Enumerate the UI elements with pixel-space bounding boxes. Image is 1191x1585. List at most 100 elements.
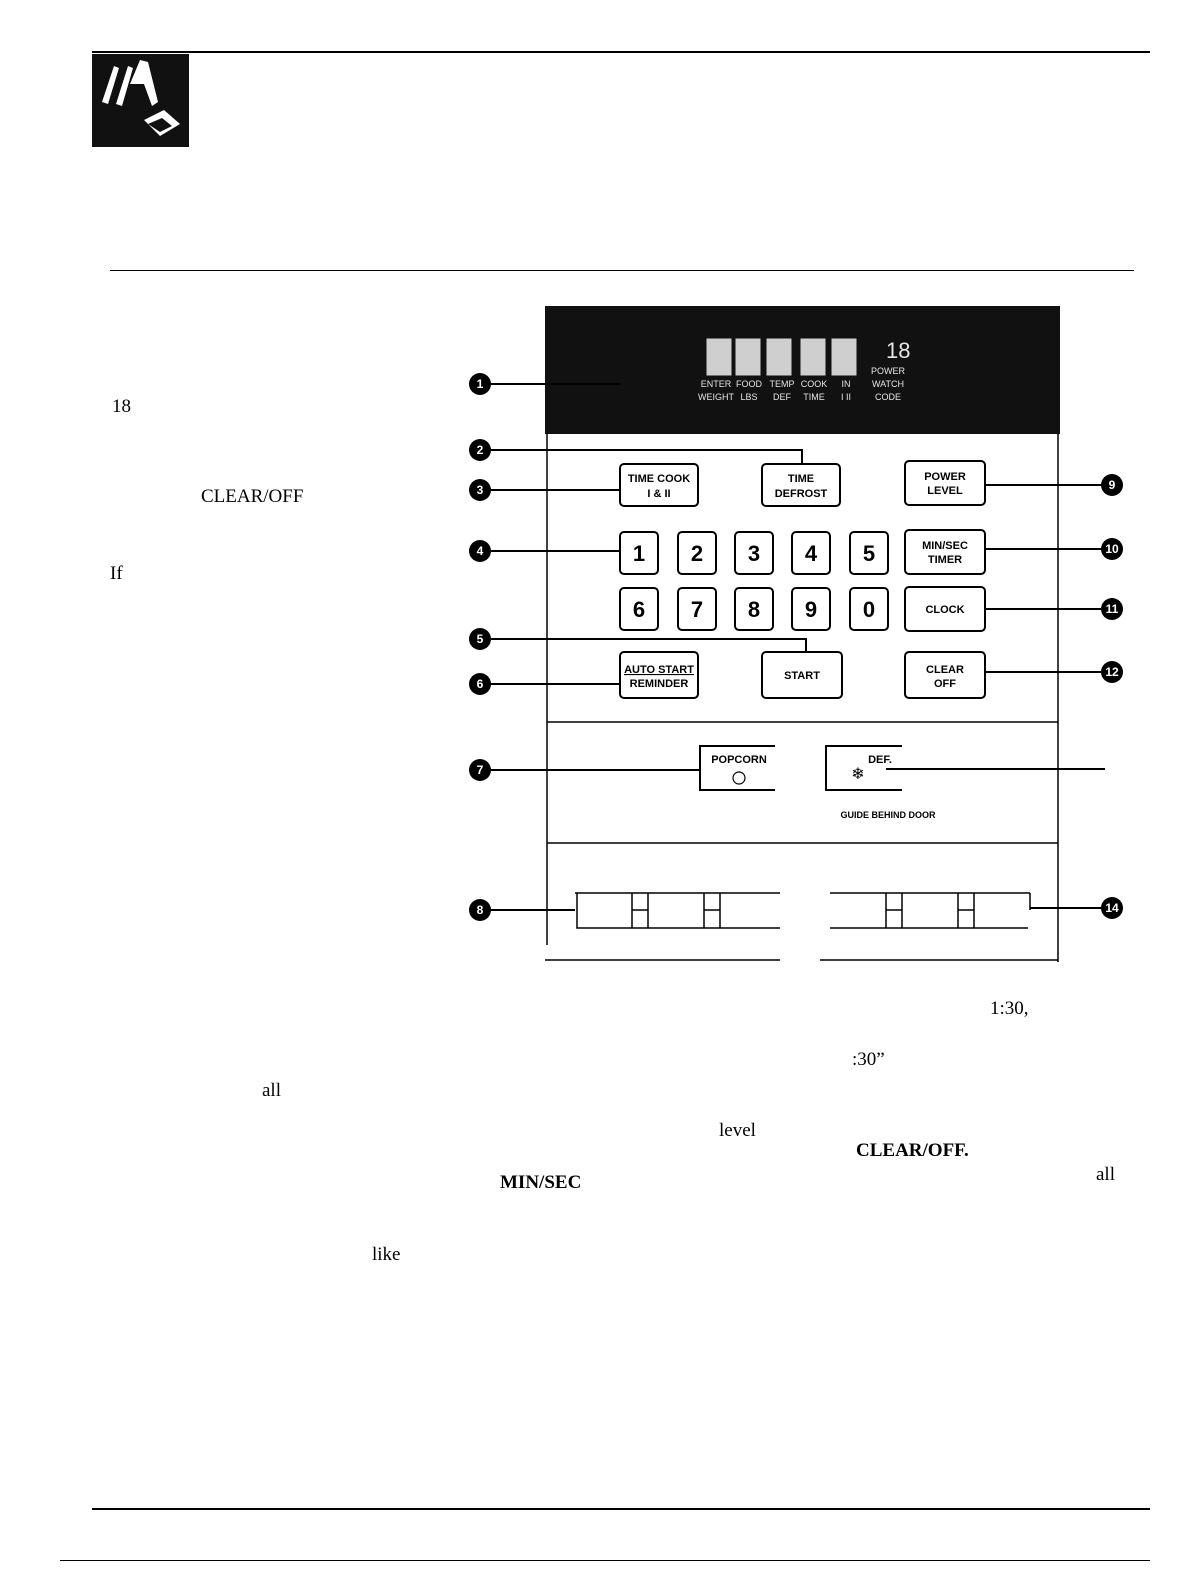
power-level-label-2: LEVEL bbox=[927, 485, 963, 497]
number-key-5-label: 5 bbox=[863, 541, 875, 566]
min-sec-label-2: TIMER bbox=[928, 554, 962, 566]
number-key-8[interactable]: 8 bbox=[734, 587, 774, 631]
clock-button[interactable]: CLOCK bbox=[904, 586, 986, 632]
number-key-0[interactable]: 0 bbox=[849, 587, 889, 631]
svg-text:8: 8 bbox=[477, 903, 484, 917]
time-cook-label-2: I & II bbox=[647, 488, 670, 500]
display-label-i-ii: I II bbox=[841, 392, 851, 402]
callout-9: 9 bbox=[1101, 474, 1123, 496]
callout-10: 10 bbox=[1101, 538, 1123, 560]
number-key-7-label: 7 bbox=[691, 597, 703, 622]
text-fragment-level: level bbox=[719, 1120, 756, 1141]
control-panel-diagram: 18 POWER ENTER FOOD TEMP COOK IN WATCH W… bbox=[469, 306, 1123, 962]
number-key-1[interactable]: 1 bbox=[619, 531, 659, 575]
top-rule bbox=[92, 51, 1150, 53]
number-key-3[interactable]: 3 bbox=[734, 531, 774, 575]
time-defrost-label-1: TIME bbox=[788, 473, 814, 485]
number-key-4-label: 4 bbox=[805, 541, 818, 566]
callout-14: 14 bbox=[1101, 897, 1123, 919]
callout-7: 7 bbox=[469, 759, 491, 781]
popcorn-icon bbox=[732, 771, 746, 785]
text-fragment-like: like bbox=[372, 1244, 401, 1265]
display-digits bbox=[706, 338, 857, 376]
clear-off-label-2: OFF bbox=[934, 678, 956, 690]
number-key-2-label: 2 bbox=[691, 541, 703, 566]
callout-8: 8 bbox=[469, 899, 491, 921]
svg-text:9: 9 bbox=[1109, 478, 1116, 492]
min-sec-timer-button[interactable]: MIN/SEC TIMER bbox=[904, 529, 986, 575]
svg-text:1: 1 bbox=[477, 377, 484, 391]
time-defrost-button[interactable]: TIME DEFROST bbox=[761, 463, 841, 507]
callout-12: 12 bbox=[1101, 661, 1123, 683]
start-button[interactable]: START bbox=[761, 651, 843, 699]
header-rule bbox=[110, 270, 1134, 271]
power-level-button[interactable]: POWER LEVEL bbox=[904, 460, 986, 506]
callout-3: 3 bbox=[469, 479, 491, 501]
svg-text:3: 3 bbox=[477, 483, 484, 497]
guide-behind-door-text: GUIDE BEHIND DOOR bbox=[840, 810, 936, 820]
text-fragment-all: all bbox=[262, 1080, 281, 1101]
footer-rule-thin bbox=[60, 1560, 1150, 1561]
display-label-time: TIME bbox=[803, 392, 825, 402]
text-fragment-1-30: 1:30, bbox=[990, 998, 1029, 1019]
def-label: DEF. bbox=[868, 754, 892, 766]
text-fragment-clear-off-bold: CLEAR/OFF. bbox=[856, 1140, 969, 1161]
display-label-def: DEF bbox=[773, 392, 792, 402]
number-key-1-label: 1 bbox=[633, 541, 645, 566]
display-label-lbs: LBS bbox=[740, 392, 757, 402]
svg-text:14: 14 bbox=[1105, 901, 1119, 915]
auto-start-reminder-button[interactable]: AUTO START REMINDER bbox=[619, 651, 699, 699]
bottom-right-pads bbox=[830, 892, 1031, 929]
start-label: START bbox=[784, 670, 820, 682]
popcorn-label: POPCORN bbox=[711, 754, 767, 766]
svg-text:7: 7 bbox=[477, 763, 484, 777]
display-power-number: 18 bbox=[886, 338, 910, 363]
display-label-watch: WATCH bbox=[872, 379, 904, 389]
callout-1: 1 bbox=[469, 373, 491, 395]
clear-off-label-1: CLEAR bbox=[926, 664, 964, 676]
number-key-5[interactable]: 5 bbox=[849, 531, 889, 575]
callout-11: 11 bbox=[1101, 598, 1123, 620]
number-key-6[interactable]: 6 bbox=[619, 587, 659, 631]
auto-defrost-button[interactable]: DEF. ❄ bbox=[825, 745, 902, 791]
text-fragment-18: 18 bbox=[112, 396, 131, 417]
power-level-label-1: POWER bbox=[924, 471, 966, 483]
text-fragment-min-sec: MIN/SEC bbox=[500, 1172, 582, 1193]
auto-start-label-2: REMINDER bbox=[630, 678, 689, 690]
svg-text:5: 5 bbox=[477, 632, 484, 646]
popcorn-button[interactable]: POPCORN bbox=[699, 745, 775, 791]
callout-5: 5 bbox=[469, 628, 491, 650]
bottom-left-pads bbox=[575, 892, 780, 929]
text-fragment-30: :30” bbox=[852, 1049, 885, 1070]
number-key-9-label: 9 bbox=[805, 597, 817, 622]
footer-rule bbox=[92, 1508, 1150, 1510]
callout-2: 2 bbox=[469, 439, 491, 461]
auto-start-label-1: AUTO START bbox=[624, 664, 694, 676]
svg-text:10: 10 bbox=[1105, 542, 1119, 556]
display-label-food: FOOD bbox=[736, 379, 762, 389]
number-key-4[interactable]: 4 bbox=[791, 531, 831, 575]
display-label-weight: WEIGHT bbox=[698, 392, 734, 402]
number-key-2[interactable]: 2 bbox=[677, 531, 717, 575]
time-cook-label-1: TIME COOK bbox=[628, 473, 690, 485]
number-key-3-label: 3 bbox=[748, 541, 760, 566]
hand-pressing-button-icon bbox=[92, 54, 189, 147]
text-fragment-all-right: all bbox=[1096, 1164, 1115, 1185]
time-defrost-label-2: DEFROST bbox=[775, 488, 828, 500]
text-fragment-clear-off: CLEAR/OFF bbox=[201, 486, 304, 507]
svg-text:12: 12 bbox=[1105, 665, 1119, 679]
number-key-7[interactable]: 7 bbox=[677, 587, 717, 631]
display-label-in: IN bbox=[842, 379, 851, 389]
clear-off-button[interactable]: CLEAR OFF bbox=[904, 651, 986, 699]
text-fragment-if: If bbox=[110, 563, 123, 584]
number-key-8-label: 8 bbox=[748, 597, 760, 622]
number-key-0-label: 0 bbox=[863, 597, 875, 622]
clock-label: CLOCK bbox=[925, 604, 964, 616]
min-sec-label-1: MIN/SEC bbox=[922, 540, 968, 552]
svg-text:4: 4 bbox=[477, 544, 484, 558]
number-key-9[interactable]: 9 bbox=[791, 587, 831, 631]
callout-6: 6 bbox=[469, 673, 491, 695]
display-label-cook: COOK bbox=[801, 379, 828, 389]
time-cook-button[interactable]: TIME COOK I & II bbox=[619, 463, 699, 507]
number-key-6-label: 6 bbox=[633, 597, 645, 622]
